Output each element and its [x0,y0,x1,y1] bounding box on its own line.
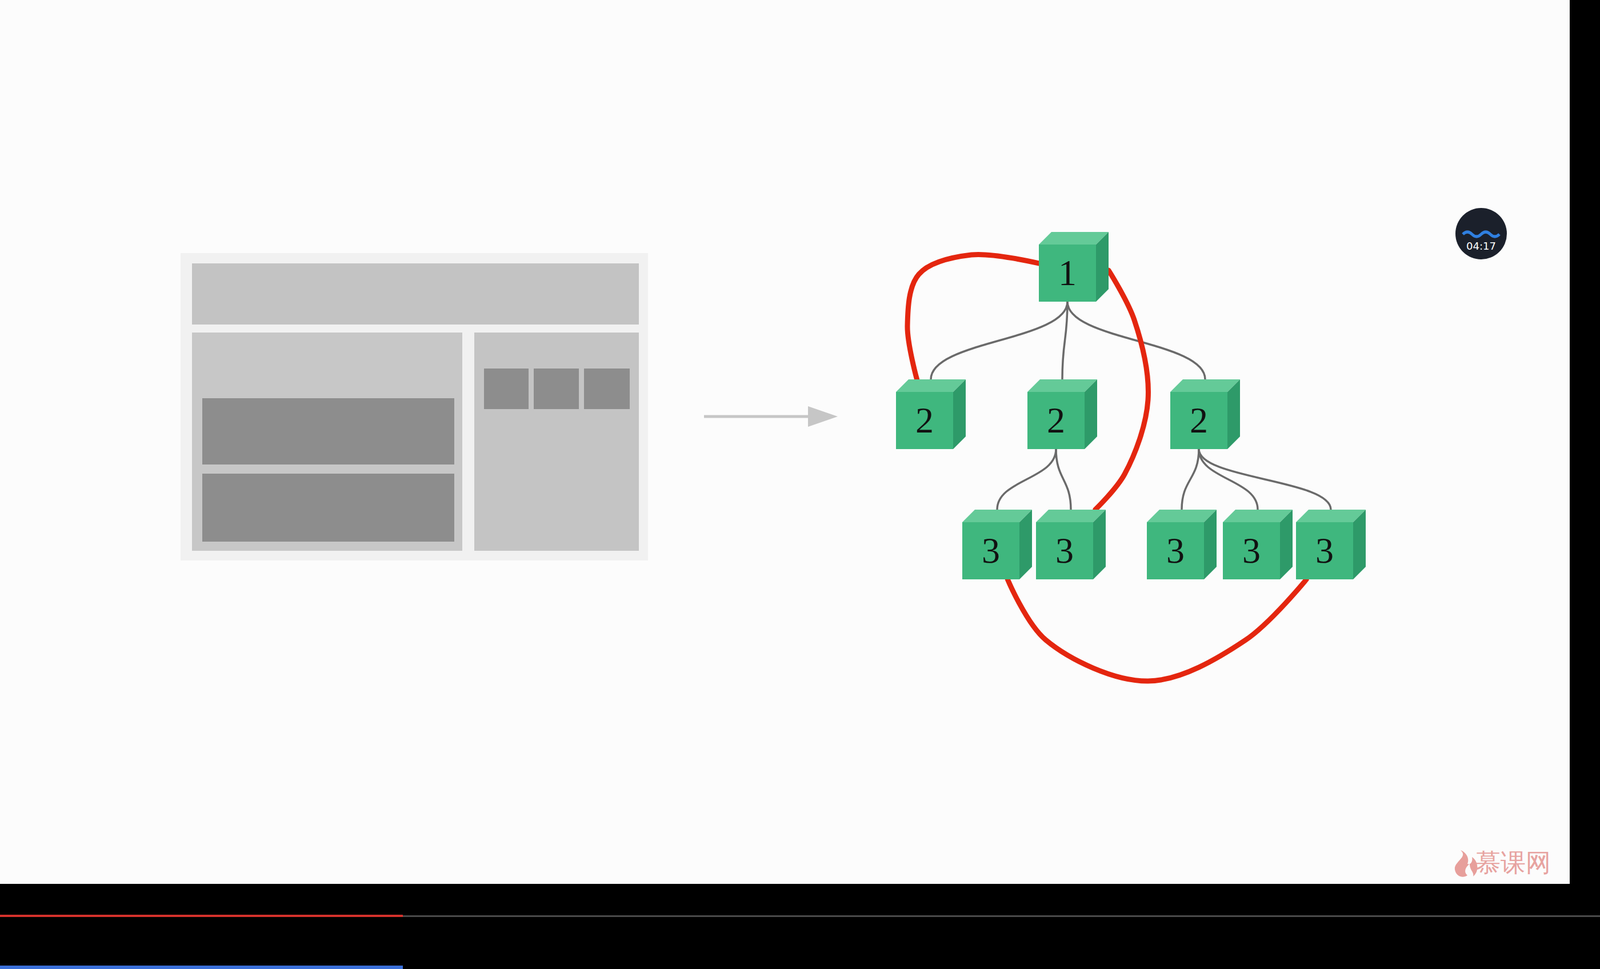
level-number: 2 [1046,402,1066,439]
cube-face [896,392,954,450]
arrow-shaft [704,415,818,419]
cube-front: 2 [896,392,954,450]
cube-side [1019,509,1032,580]
level-number: 3 [1055,532,1074,570]
cube-side [1204,509,1217,580]
cube-front: 2 [1027,392,1085,450]
cube-front: 3 [1146,522,1204,580]
cube-side [1227,379,1240,450]
wireframe-tile [533,368,579,410]
cube-side [1084,379,1098,450]
cube-node: 3 [1222,509,1293,580]
cube-side [1280,509,1293,580]
wireframe-sidebar [474,332,639,551]
progress-played [0,914,403,918]
cube-node: 2 [896,379,966,450]
cube-node: 3 [962,509,1032,580]
cube-face [1296,522,1354,580]
cube-side [953,379,966,450]
wireframe-block [202,398,455,465]
level-number: 3 [1166,532,1185,570]
player-side-bar [1569,0,1600,884]
cube-side [1096,232,1109,302]
wireframe-header [192,263,639,325]
arrow-head [808,406,838,427]
cube-node: 3 [1036,509,1106,580]
tree-link [1056,449,1071,510]
tree-link [1198,449,1331,510]
watermark-text: 慕课网 [1475,850,1551,876]
cube-front: 3 [962,522,1020,580]
page-wireframe [180,253,648,561]
cube-node: 3 [1146,509,1217,580]
player-control-bar [0,884,1600,969]
badge-circle [1455,208,1507,260]
cube-face [1146,522,1204,580]
cube-face [1038,244,1096,302]
level-number: 2 [915,402,934,439]
cube-face [1170,392,1228,450]
wireframe-block [202,473,455,542]
cube-front: 2 [1170,392,1228,450]
cube-side [1353,509,1366,580]
progress-buffer [0,965,403,969]
cube-node: 1 [1038,232,1109,302]
cube-face [1027,392,1085,450]
progress-track [0,915,1600,918]
tree-link [1067,301,1206,380]
cube-side [1093,509,1106,580]
highlight-link [1095,270,1149,510]
tree-link [1198,449,1258,510]
timer-badge [1455,208,1507,260]
badge-wave [1462,232,1500,237]
level-number: 3 [1315,532,1334,570]
cube-face [962,522,1020,580]
tree-link [930,301,1068,380]
level-number: 3 [981,532,1000,570]
wireframe-main [192,332,463,551]
wireframe-tile [584,368,630,410]
wireframe-frame [180,253,648,561]
cube-face [1222,522,1280,580]
timer-text: 04:17 [1466,241,1496,252]
highlight-link [1007,579,1307,682]
cube-node: 2 [1170,379,1240,450]
transform-arrow [704,406,838,427]
cube-front: 3 [1222,522,1280,580]
cube-face [1036,522,1094,580]
level-number: 3 [1242,532,1261,570]
cube-node: 3 [1296,509,1366,580]
cube-node: 2 [1027,379,1098,450]
watermark-flame [1454,850,1478,878]
tree-link [1181,449,1199,510]
cube-front: 3 [1296,522,1354,580]
level-number: 1 [1058,254,1077,292]
cube-front: 3 [1036,522,1094,580]
highlight-link [907,254,1039,380]
level-number: 2 [1189,402,1208,439]
wireframe-tile [484,368,529,410]
cube-front: 1 [1038,244,1096,302]
tree-link [997,449,1056,510]
tree-link [1062,301,1068,380]
